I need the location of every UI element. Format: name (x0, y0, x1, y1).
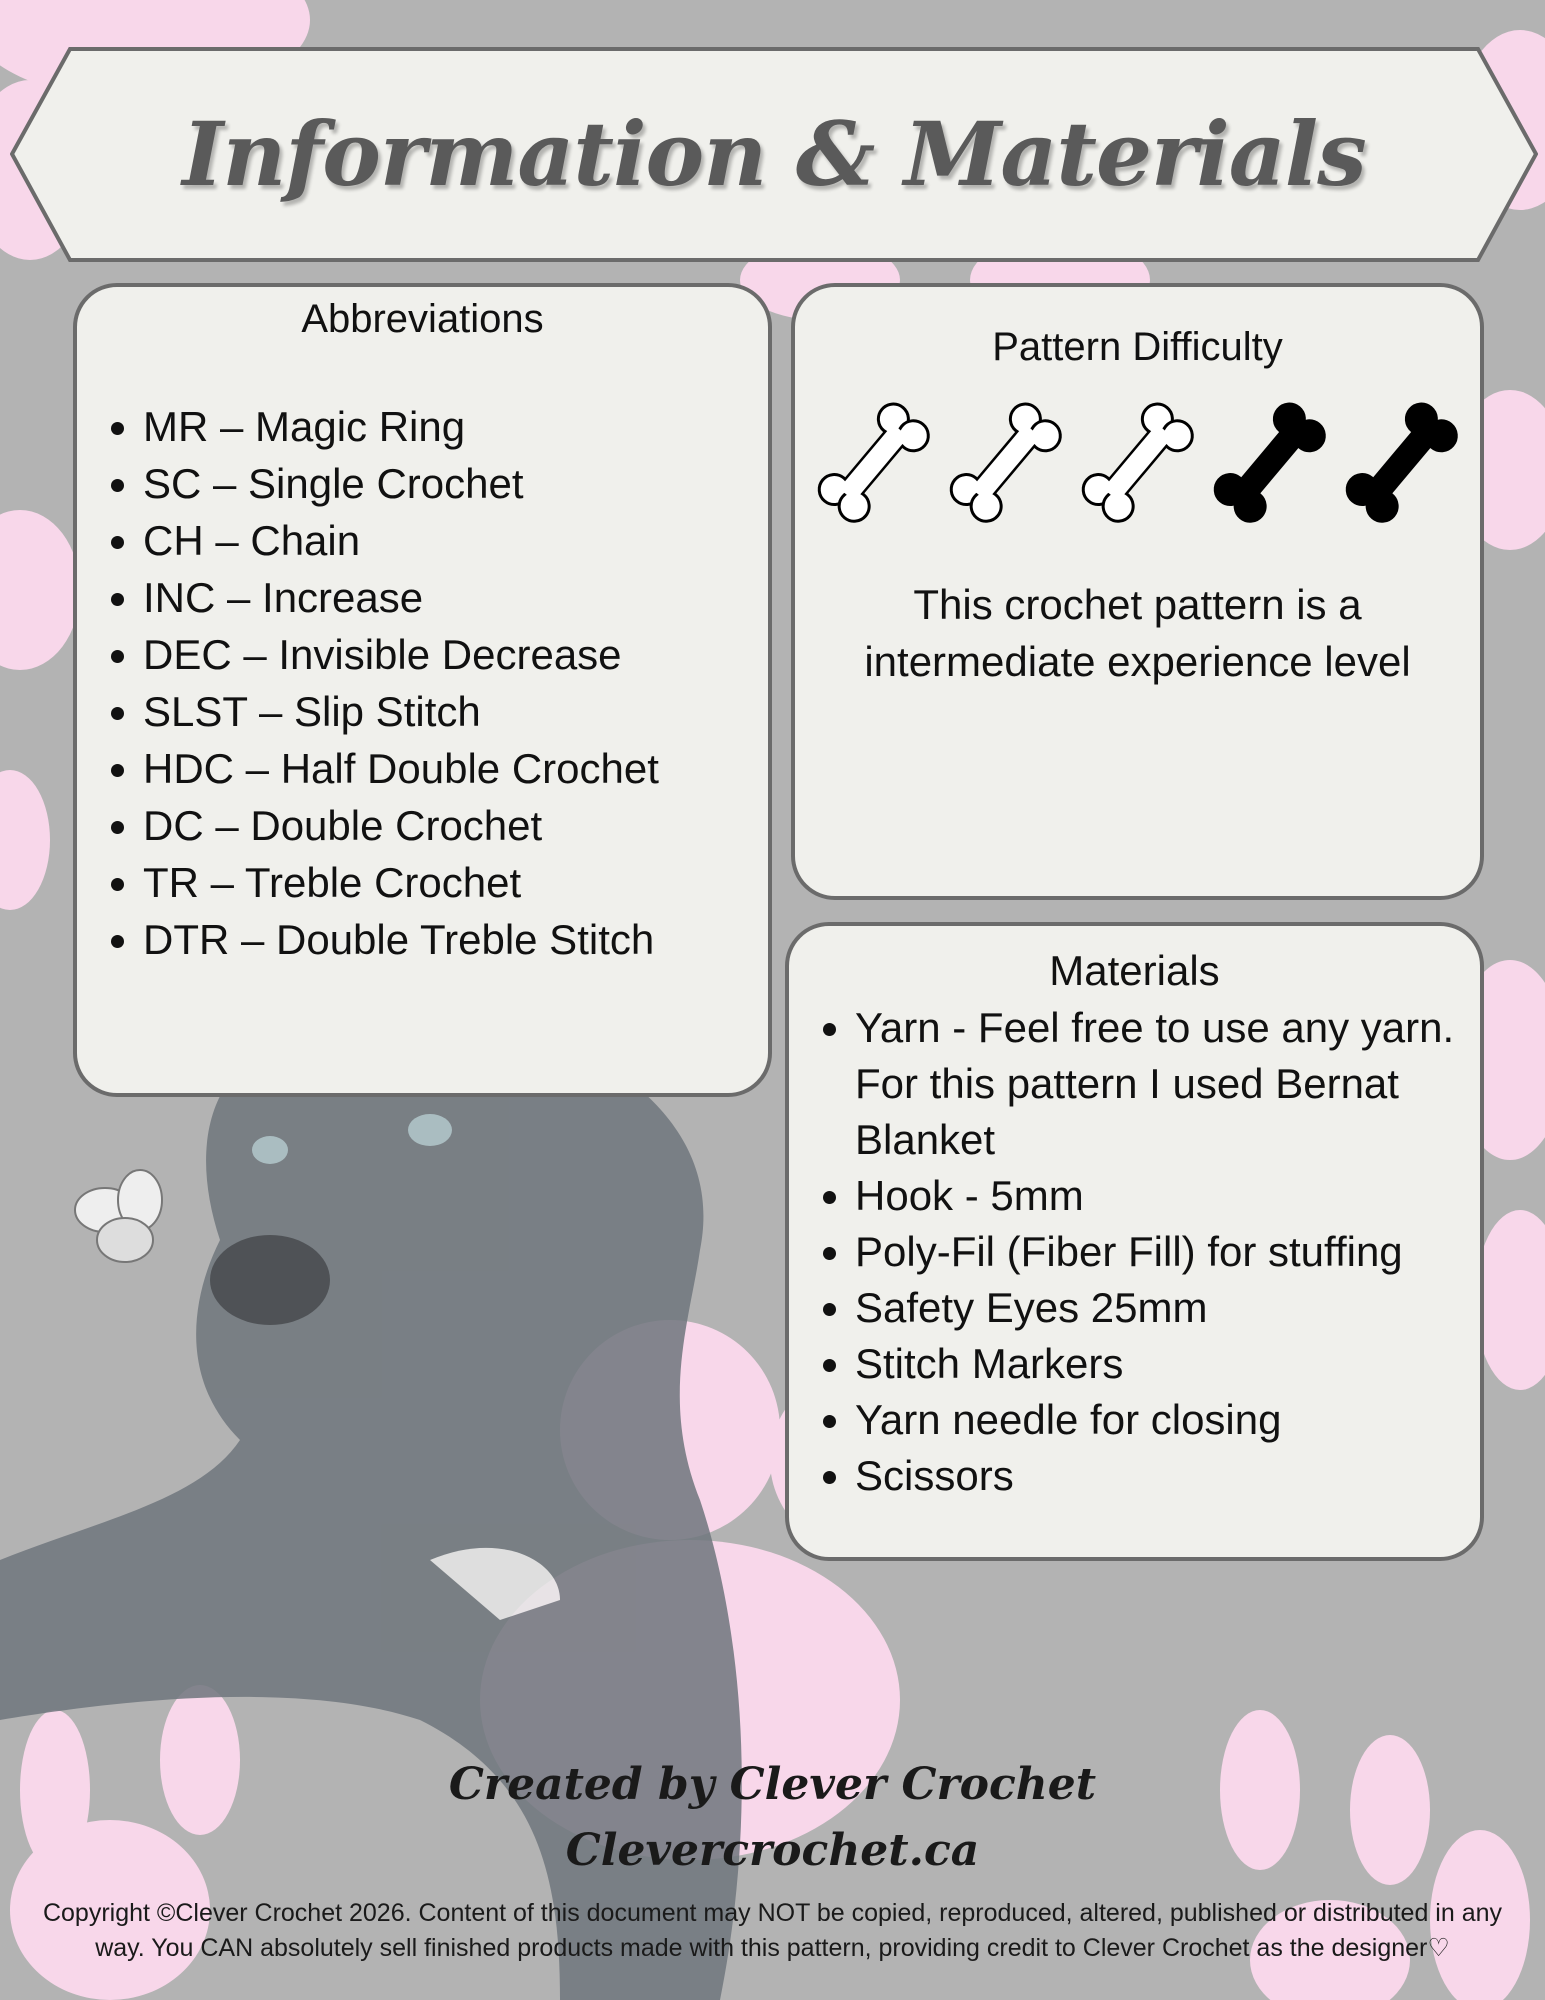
website-link[interactable]: Clevercrochet.ca (565, 1825, 980, 1876)
list-item: Stitch Markers (855, 1336, 1470, 1392)
materials-title: Materials (1049, 947, 1220, 994)
created-by: Created by Clever Crochet (448, 1759, 1097, 1810)
list-item: TR – Treble Crochet (143, 854, 768, 911)
list-item: Safety Eyes 25mm (855, 1280, 1470, 1336)
list-item: SC – Single Crochet (143, 455, 768, 512)
bone-outline-icon (1081, 402, 1194, 523)
bone-outline-icon (817, 402, 930, 523)
list-item: DEC – Invisible Decrease (143, 626, 768, 683)
bone-filled-icon (1345, 402, 1458, 523)
difficulty-title: Pattern Difficulty (992, 325, 1283, 369)
list-item: Scissors (855, 1448, 1470, 1504)
bone-filled-icon (1213, 402, 1326, 523)
list-item: Yarn - Feel free to use any yarn. For th… (855, 1000, 1470, 1168)
list-item: Poly-Fil (Fiber Fill) for stuffing (855, 1224, 1470, 1280)
abbreviations-panel: Abbreviations MR – Magic Ring SC – Singl… (73, 283, 772, 1097)
list-item: INC – Increase (143, 569, 768, 626)
difficulty-panel: Pattern Difficulty This crochet pattern … (791, 283, 1484, 900)
dog-illustration (0, 1013, 742, 2000)
list-item: CH – Chain (143, 512, 768, 569)
materials-panel: Materials Yarn - Feel free to use any ya… (785, 922, 1484, 1561)
list-item: Yarn needle for closing (855, 1392, 1470, 1448)
bone-outline-icon (949, 402, 1062, 523)
butterfly-icon (74, 1169, 163, 1263)
list-item: DTR – Double Treble Stitch (143, 911, 768, 968)
title-banner: Information & Materials (10, 47, 1538, 262)
list-item: Hook - 5mm (855, 1168, 1470, 1224)
list-item: SLST – Slip Stitch (143, 683, 768, 740)
copyright-text: Copyright ©Clever Crochet 2026. Content … (42, 1899, 1503, 1962)
difficulty-description: This crochet pattern is a intermediate e… (864, 581, 1411, 685)
list-item: MR – Magic Ring (143, 398, 768, 455)
difficulty-rating (809, 392, 1480, 532)
list-item: DC – Double Crochet (143, 797, 768, 854)
abbreviations-title: Abbreviations (301, 297, 544, 341)
list-item: HDC – Half Double Crochet (143, 740, 768, 797)
page-title: Information & Materials (182, 102, 1367, 206)
